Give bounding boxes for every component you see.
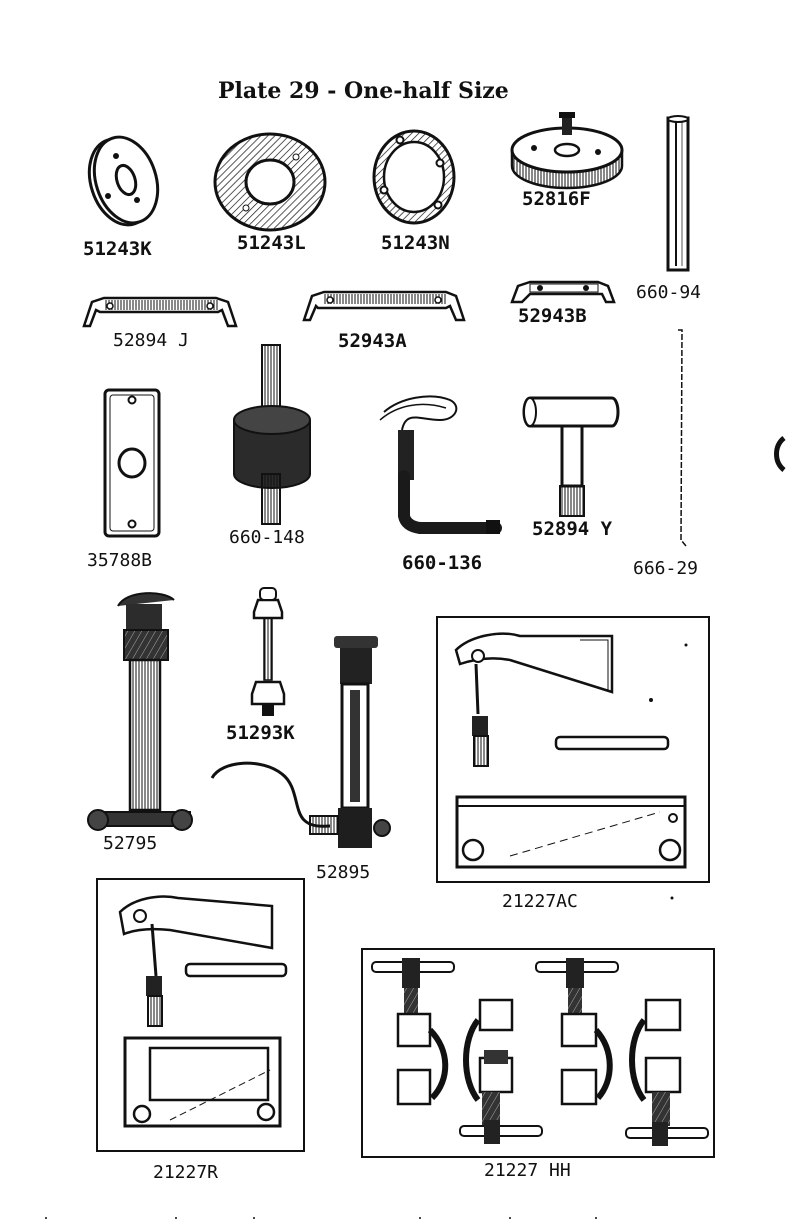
label-21227R: 21227R bbox=[153, 1162, 218, 1183]
part-52943A-bracket bbox=[304, 292, 464, 320]
label-52894J: 52894 J bbox=[113, 330, 189, 351]
label-660-148: 660-148 bbox=[229, 527, 305, 548]
label-51243N: 51243N bbox=[381, 232, 450, 254]
part-51243K-disc bbox=[79, 129, 168, 233]
label-52795: 52795 bbox=[103, 833, 157, 854]
label-52943B: 52943B bbox=[518, 305, 587, 327]
label-52895: 52895 bbox=[316, 862, 370, 883]
label-52943A: 52943A bbox=[338, 330, 407, 352]
part-666-29-wire bbox=[678, 330, 686, 546]
label-666-29: 666-29 bbox=[633, 558, 698, 579]
part-660-136-wire-lead bbox=[380, 396, 500, 534]
part-52795-assembly bbox=[88, 593, 192, 830]
label-51293K: 51293K bbox=[226, 722, 295, 744]
part-35788B-plate bbox=[105, 390, 159, 536]
edge-mark bbox=[777, 438, 785, 470]
label-52816F: 52816F bbox=[522, 188, 591, 210]
part-21227R-kit bbox=[97, 879, 304, 1151]
label-21227HH: 21227 HH bbox=[484, 1160, 571, 1181]
label-660-136: 660-136 bbox=[402, 552, 482, 574]
label-52894Y: 52894 Y bbox=[532, 518, 612, 540]
part-52894J-bracket bbox=[84, 298, 236, 326]
part-52816F-hub bbox=[512, 112, 622, 188]
part-21227HH-kit bbox=[362, 949, 714, 1157]
part-51243N-ring bbox=[374, 131, 454, 223]
part-52943B-bracket bbox=[512, 282, 614, 302]
label-51243L: 51243L bbox=[237, 232, 306, 254]
part-51243L-ring bbox=[215, 134, 325, 230]
part-21227AC-kit bbox=[437, 617, 709, 882]
label-35788B: 35788B bbox=[87, 550, 152, 571]
part-660-94-rod bbox=[668, 116, 688, 270]
part-52894Y-t-wrench bbox=[524, 398, 618, 516]
label-660-94: 660-94 bbox=[636, 282, 701, 303]
label-51243K: 51243K bbox=[83, 238, 152, 260]
part-51293K-stud bbox=[252, 588, 284, 716]
label-21227AC: 21227AC bbox=[502, 891, 578, 912]
plate-title: Plate 29 - One-half Size bbox=[218, 78, 509, 104]
part-660-148-mount bbox=[234, 345, 310, 524]
